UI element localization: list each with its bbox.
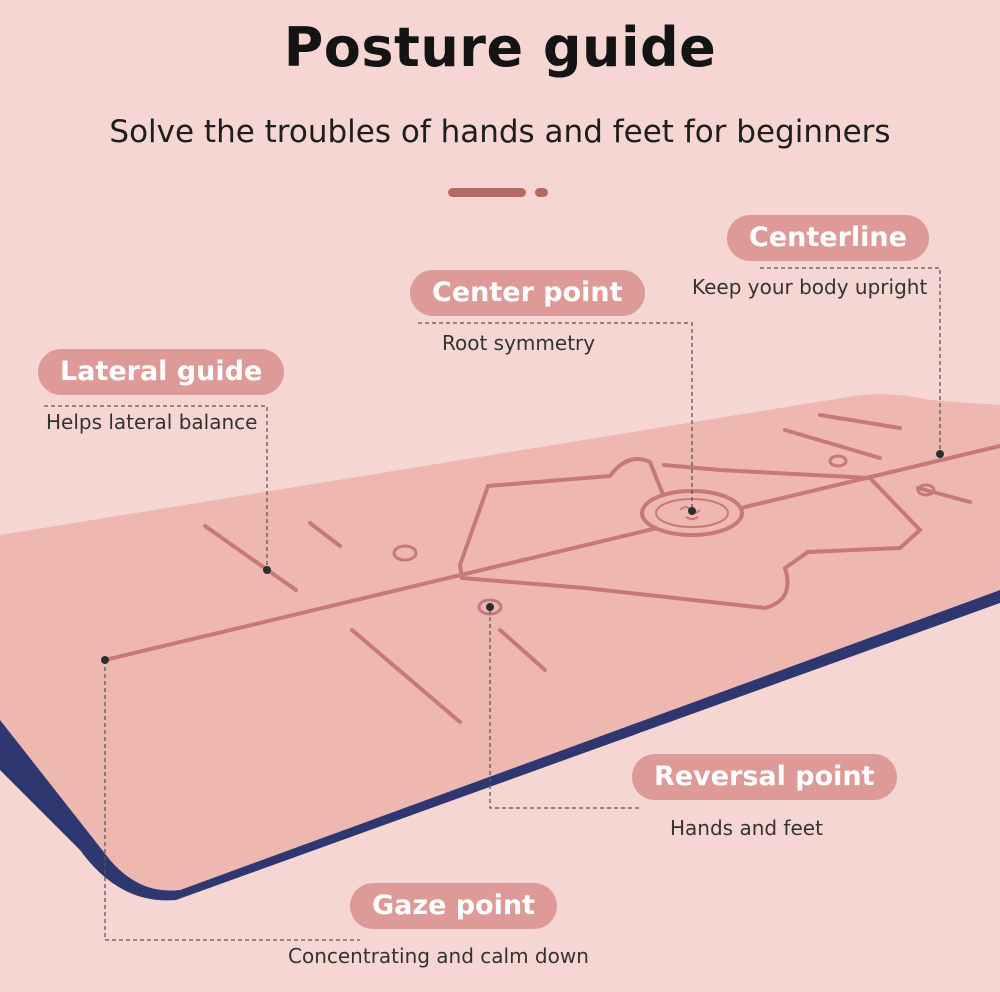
reversal-point-label: Reversal point bbox=[632, 754, 897, 800]
mat-centerline bbox=[103, 444, 1000, 662]
mat-lateral-mark-6 bbox=[818, 413, 902, 430]
callout-dots bbox=[101, 450, 944, 664]
leader-center-point bbox=[418, 322, 693, 509]
mat-guide-lines bbox=[103, 413, 1000, 724]
leader-centerline bbox=[760, 267, 941, 452]
mat-surface bbox=[0, 394, 1000, 891]
mat-circle-1 bbox=[392, 544, 418, 562]
reversal-point-desc: Hands and feet bbox=[670, 816, 823, 840]
dot-center-point bbox=[688, 507, 696, 515]
dot-lateral-guide bbox=[263, 566, 271, 574]
mat-lateral-mark-1 bbox=[203, 524, 298, 592]
page-subtitle: Solve the troubles of hands and feet for… bbox=[109, 114, 891, 150]
callout-leaders bbox=[44, 267, 941, 941]
mat-lateral-mark-2 bbox=[308, 521, 342, 548]
mat-lateral-mark-5 bbox=[783, 428, 882, 460]
centerline-label: Centerline bbox=[727, 215, 929, 261]
mat-lateral-mark-3 bbox=[350, 628, 462, 724]
dot-reversal-point bbox=[486, 603, 494, 611]
lateral-guide-label: Lateral guide bbox=[38, 349, 285, 395]
title-divider-bar bbox=[448, 188, 526, 197]
mat-circle-2 bbox=[828, 454, 848, 468]
dot-centerline bbox=[936, 450, 944, 458]
mat-lateral-mark-7 bbox=[916, 486, 972, 504]
page-title: Posture guide bbox=[283, 16, 717, 79]
center-point-label: Center point bbox=[410, 270, 645, 316]
centerline-desc: Keep your body upright bbox=[692, 275, 928, 299]
mat-diamond-top bbox=[662, 463, 872, 480]
mat-circle-3 bbox=[916, 483, 936, 497]
leader-gaze-point bbox=[104, 660, 360, 941]
gaze-point-desc: Concentrating and calm down bbox=[288, 944, 589, 968]
leader-lateral-guide bbox=[44, 405, 268, 570]
mat-diamond-left bbox=[457, 457, 666, 580]
mat-edge bbox=[0, 590, 1000, 901]
mat-lateral-mark-4 bbox=[498, 628, 547, 672]
lateral-guide-desc: Helps lateral balance bbox=[46, 410, 258, 434]
dot-gaze-point bbox=[101, 656, 109, 664]
leader-reversal-point bbox=[489, 610, 640, 809]
gaze-point-label: Gaze point bbox=[350, 883, 558, 929]
center-point-desc: Root symmetry bbox=[442, 331, 596, 355]
title-divider-dot bbox=[535, 188, 548, 197]
mat-diamond-bottom bbox=[460, 476, 923, 611]
